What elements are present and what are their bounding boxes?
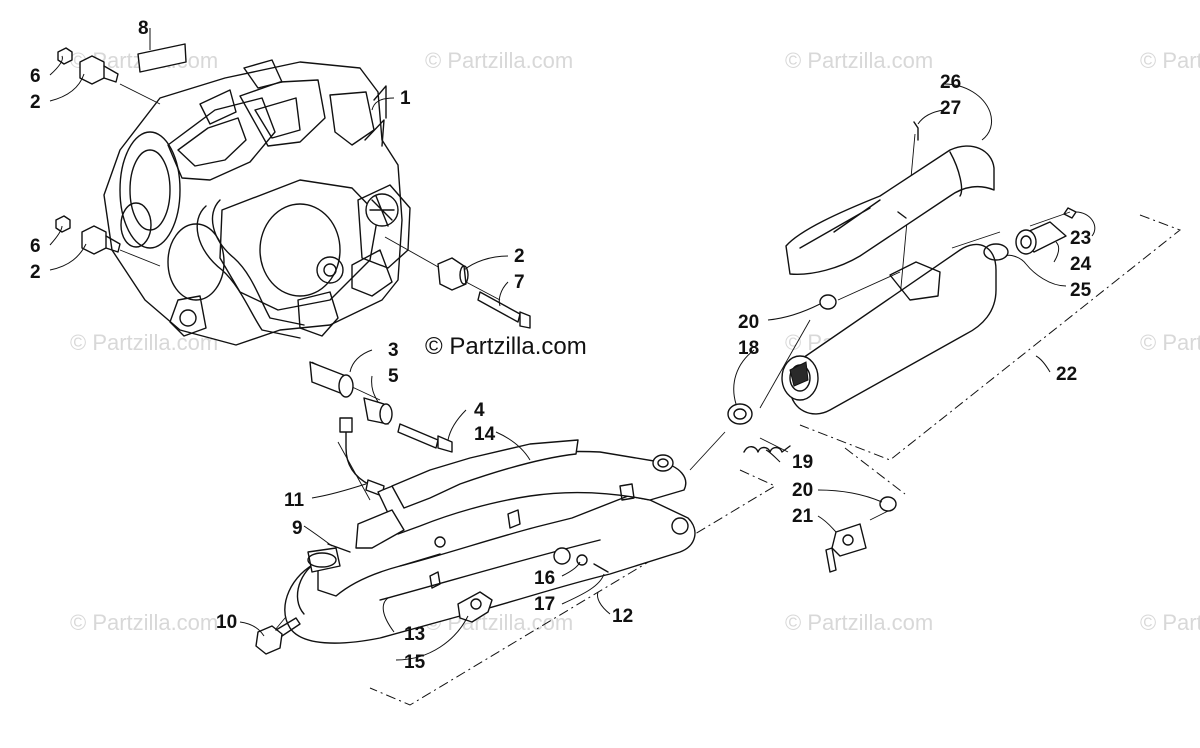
watermark: © Partzilla.com (785, 48, 933, 73)
callout-2: 2 (30, 92, 41, 113)
callout-13: 13 (404, 624, 425, 645)
heat-shield-26 (785, 145, 995, 276)
seal-18 (727, 403, 753, 425)
bolt-4 (397, 423, 453, 453)
oxygen-sensor-11 (339, 417, 385, 497)
callout-3: 3 (388, 340, 399, 361)
watermark: © Partzilla.com (70, 610, 218, 635)
callout-26: 26 (940, 72, 961, 93)
callout-16: 16 (534, 568, 555, 589)
callout-15: 15 (404, 652, 426, 673)
callout-12: 12 (612, 606, 633, 627)
callout-11: 11 (284, 490, 305, 511)
callout-21: 21 (792, 506, 814, 527)
watermark: © Partzilla.com (785, 610, 933, 635)
screw-27 (913, 121, 919, 141)
callout-17: 17 (534, 594, 555, 615)
axis-lines (119, 83, 1071, 631)
callout-24: 24 (1070, 254, 1092, 275)
callout-4: 4 (474, 400, 485, 421)
bolt-10 (255, 617, 301, 655)
bracket-21 (825, 523, 867, 573)
nut-6-mid (55, 215, 71, 233)
header-pipe-13 (284, 495, 696, 644)
grommet-20-lower (879, 496, 897, 512)
callout-20: 20 (792, 480, 813, 501)
callout-27: 27 (940, 98, 961, 119)
callout-1: 1 (400, 88, 411, 109)
callout-6: 6 (30, 66, 41, 87)
callouts: 1 2 2 2 3 4 5 6 6 7 8 9 10 11 12 13 14 1… (30, 18, 1092, 673)
muffler-22 (781, 243, 997, 415)
bolt-2-mid (81, 225, 121, 255)
decal-8 (137, 43, 187, 73)
bolt-7 (477, 291, 531, 329)
callout-7: 7 (514, 272, 525, 293)
callout-5: 5 (388, 366, 399, 387)
heat-shield-15 (457, 591, 493, 623)
callout-2: 2 (30, 262, 41, 283)
callout-22: 22 (1056, 364, 1077, 385)
engine-assembly (103, 59, 411, 346)
header-group-bracket (369, 469, 777, 706)
spring-19 (743, 445, 791, 453)
callout-19: 19 (792, 452, 813, 473)
muffler-group-bracket (799, 214, 1182, 461)
copyright-text: © Partzilla.com (425, 333, 587, 360)
screw-17 (593, 563, 609, 573)
spacer-3 (309, 361, 354, 398)
callout-10: 10 (216, 612, 237, 633)
leader-lines (49, 28, 1096, 661)
callout-2: 2 (514, 246, 525, 267)
callout-23: 23 (1070, 228, 1091, 249)
callout-18: 18 (738, 338, 759, 359)
bolt-2-top (79, 55, 119, 85)
bushing-5 (363, 397, 393, 425)
watermark: © Partzilla.com (1140, 610, 1200, 635)
screw-23 (1063, 207, 1077, 219)
watermark: © Partzilla.com (425, 48, 573, 73)
nut-6-top (57, 47, 73, 65)
washer-16 (576, 554, 588, 566)
callout-20: 20 (738, 312, 759, 333)
spacer-2-right (437, 257, 469, 291)
gasket-25 (983, 243, 1009, 261)
grommet-20-upper (819, 294, 837, 310)
head-pipe-14 (355, 439, 687, 549)
callout-8: 8 (138, 18, 149, 39)
watermark: © Partzilla.com (1140, 330, 1200, 355)
clamp-group-bracket (844, 447, 906, 495)
callout-6: 6 (30, 236, 41, 257)
spark-arrestor-24 (1015, 221, 1067, 255)
callout-14: 14 (474, 424, 496, 445)
callout-25: 25 (1070, 280, 1092, 301)
watermark: © Partzilla.com (1140, 48, 1200, 73)
callout-9: 9 (292, 518, 303, 539)
